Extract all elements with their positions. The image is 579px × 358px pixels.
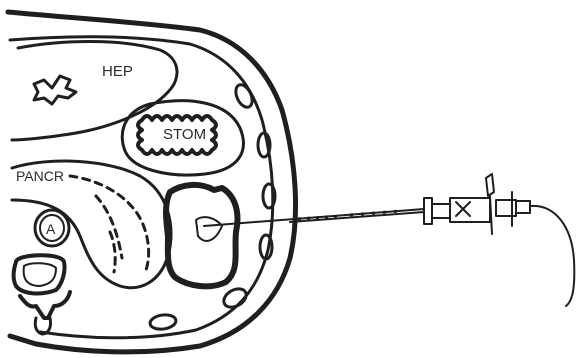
stopcock-stem (490, 196, 492, 234)
liver-label: HEP (102, 63, 133, 80)
aorta-label: A (46, 221, 56, 237)
pancreatic-duct-branch (96, 196, 122, 258)
hepatic-vessel (34, 76, 76, 104)
drain-tubing (530, 206, 574, 306)
valve-mark (456, 202, 470, 216)
pseudocyst-inner-sac (196, 217, 222, 241)
pancreatic-duct-branch (110, 232, 115, 272)
catheter-hub (432, 204, 450, 218)
stopcock-lever (486, 174, 494, 196)
wall-fat-oval (221, 285, 250, 311)
pancreas-label: PANCR (16, 168, 64, 184)
vertebral-body (14, 255, 65, 293)
connector-end (516, 201, 530, 213)
pseudocyst (166, 185, 237, 286)
stomach-label: STOM (163, 126, 206, 143)
wall-fat-oval (233, 82, 256, 110)
vertebral-arch (20, 292, 70, 318)
catheter-collar (424, 198, 432, 224)
pancreatic-duct (70, 176, 149, 270)
vertebral-body-inner (24, 263, 56, 286)
wall-fat-oval (149, 313, 177, 330)
